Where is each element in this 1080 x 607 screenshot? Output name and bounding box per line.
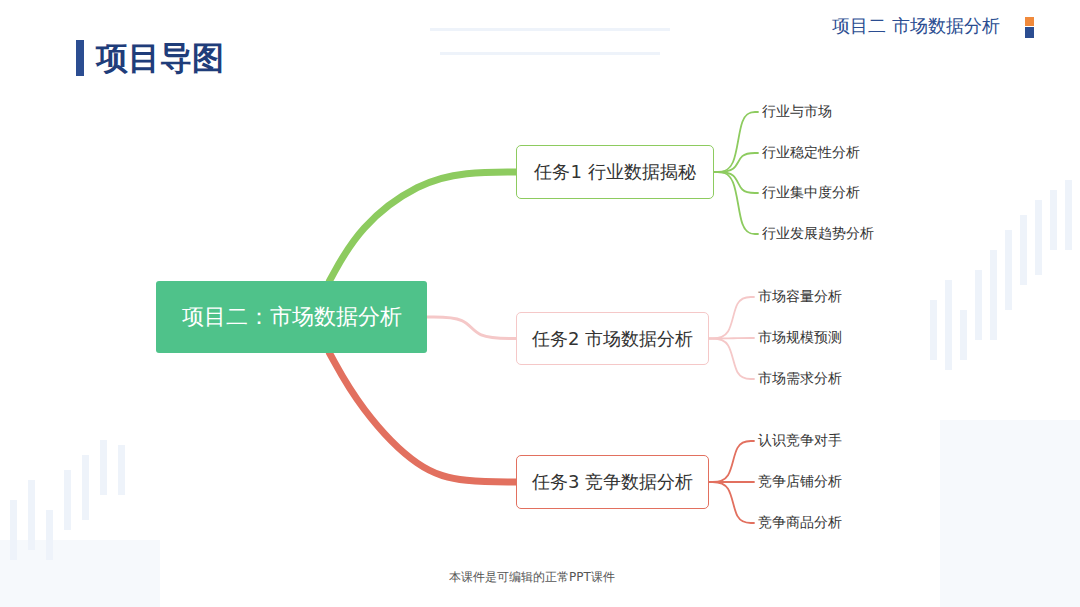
node-text: 认识竞争对手 [758,432,842,450]
sub-branch [714,172,758,234]
header-icon [1025,17,1034,26]
bar [118,445,125,495]
node-text: 市场容量分析 [758,288,842,306]
task-box: 任务1 行业数据揭秘 [516,145,714,199]
sub-branch [709,482,754,523]
sub-branch [709,441,754,482]
bar [64,470,71,530]
node-text: 项目二：市场数据分析 [182,302,402,332]
faint-chart-bars [0,28,1080,607]
node-text: 任务2 市场数据分析 [532,327,693,351]
subtopic: 认识竞争对手 [754,430,874,452]
bar [1065,180,1072,250]
bar [930,300,937,360]
bar [975,270,982,340]
node-text: 市场需求分析 [758,370,842,388]
faint-area [940,420,1080,607]
bar [990,250,997,340]
bar [945,280,952,370]
node-text: 市场规模预测 [758,329,842,347]
node-text: 行业发展趋势分析 [762,225,874,243]
main-branch [427,317,516,339]
bar [1005,230,1012,310]
bar [1020,215,1027,285]
sub-branch [714,153,758,172]
bar [100,440,107,495]
node-text: 竞争商品分析 [758,514,842,532]
subtopic: 行业稳定性分析 [758,142,888,164]
subtopic: 市场需求分析 [754,368,874,390]
sub-branch [709,297,754,339]
bar [28,480,35,550]
bar [82,455,89,520]
faint-line [440,52,660,55]
bar [1050,190,1057,250]
title-bar [76,40,84,76]
node-text: 行业稳定性分析 [762,144,860,162]
task-box: 任务3 竞争数据分析 [516,455,709,509]
footer-note: 本课件是可编辑的正常PPT课件 [449,569,615,586]
sub-branch [714,112,758,172]
page-title: 项目导图 [96,36,224,80]
bar [1035,200,1042,275]
bar [960,310,967,360]
faint-line [430,28,670,31]
root-topic: 项目二：市场数据分析 [156,281,427,353]
subtopic: 市场容量分析 [754,286,874,308]
header-icon [1025,27,1034,38]
subtopic: 行业发展趋势分析 [758,223,898,245]
subtopic: 市场规模预测 [754,327,874,349]
faint-area [0,540,160,607]
main-branch [329,172,516,281]
subtopic: 行业集中度分析 [758,182,888,204]
node-text: 行业集中度分析 [762,184,860,202]
node-text: 任务1 行业数据揭秘 [534,160,695,184]
subtopic: 行业与市场 [758,101,888,123]
main-branch [329,353,516,482]
subtopic: 竞争店铺分析 [754,471,874,493]
header-label: 项目二 市场数据分析 [832,14,1000,38]
node-text: 竞争店铺分析 [758,473,842,491]
node-text: 任务3 竞争数据分析 [532,470,693,494]
subtopic: 竞争商品分析 [754,512,874,534]
sub-branch [709,339,754,380]
task-box: 任务2 市场数据分析 [516,312,709,365]
node-text: 行业与市场 [762,103,832,121]
